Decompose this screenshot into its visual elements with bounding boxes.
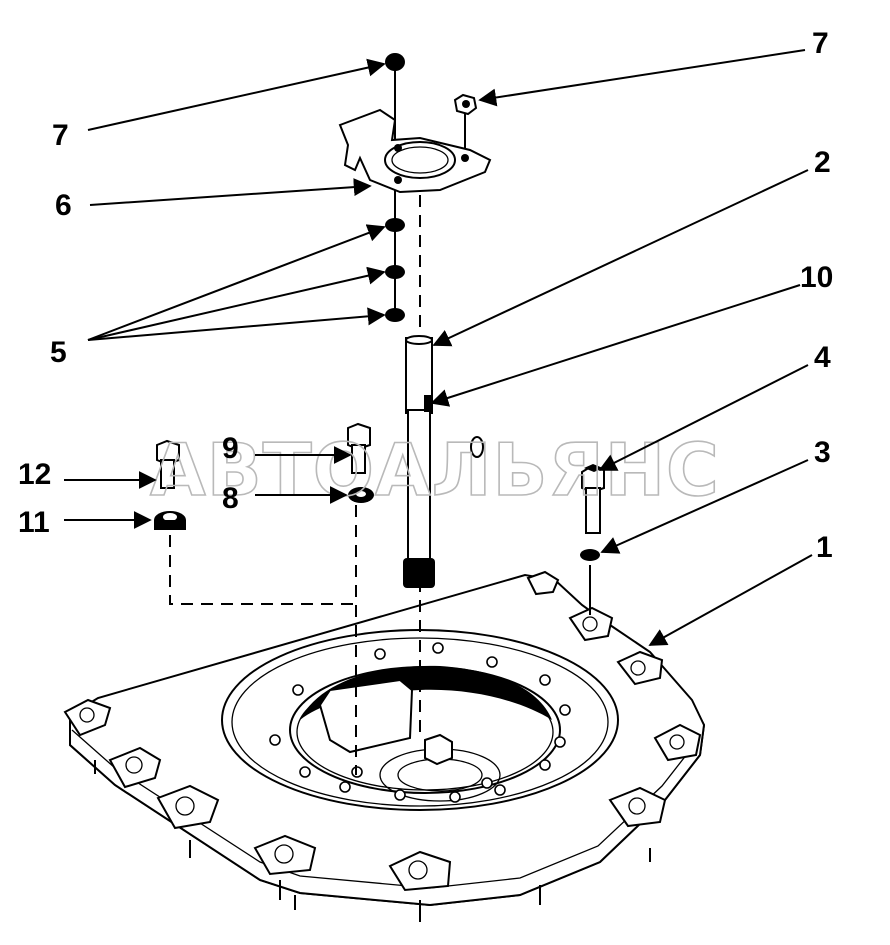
- leader-lines: [64, 49, 813, 646]
- flywheel-housing: [63, 570, 706, 922]
- dipstick-tube: [403, 335, 435, 588]
- callout-7-left: 7: [52, 119, 69, 152]
- callout-4: 4: [814, 341, 831, 374]
- bushing-left: [154, 511, 186, 530]
- watermark-text: АВТОАЛЬЯНС: [150, 428, 720, 512]
- spacer-stack: [385, 218, 405, 322]
- bolt-left: [156, 439, 180, 489]
- washer-middle: [348, 487, 374, 503]
- callout-9: 9: [222, 432, 239, 465]
- callout-10: 10: [800, 261, 833, 294]
- callout-8: 8: [222, 482, 239, 515]
- nut-left: [385, 53, 405, 71]
- callout-5: 5: [50, 336, 67, 369]
- callout-labels: 7 7 6 5 2 10 4 3 1 9 8 12 11: [18, 27, 833, 564]
- callout-3: 3: [814, 436, 831, 469]
- washer-right: [580, 549, 600, 561]
- callout-1: 1: [816, 531, 833, 564]
- bracket: [338, 108, 492, 194]
- callout-2: 2: [814, 146, 831, 179]
- callout-12: 12: [18, 458, 51, 491]
- bolt-right: [581, 464, 605, 534]
- nut-right: [453, 93, 478, 116]
- callout-7-right: 7: [812, 27, 829, 60]
- callout-6: 6: [55, 189, 72, 222]
- o-ring: [470, 436, 484, 458]
- bolt-middle: [347, 422, 371, 474]
- callout-11: 11: [18, 506, 50, 539]
